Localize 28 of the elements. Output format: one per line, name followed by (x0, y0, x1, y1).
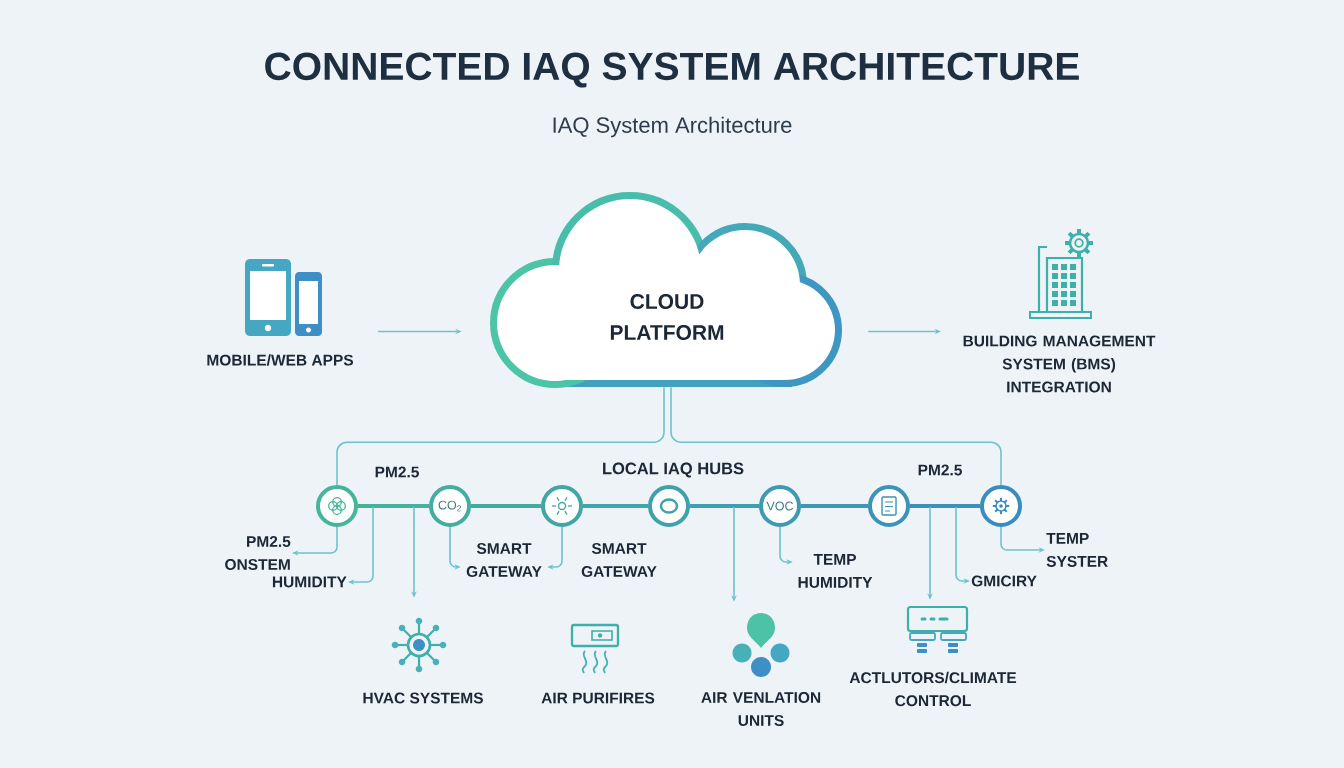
node-label: ACTLUTORS/CLIMATE CONTROL (849, 671, 1017, 707)
connector-line (583, 504, 648, 508)
connector-line (670, 386, 1002, 486)
connector-line (358, 504, 429, 508)
connector-line (801, 504, 868, 508)
node-label: TEMP HUMIDITY (798, 554, 873, 588)
node-label: HUMIDITY (272, 576, 347, 588)
leader-arrow (348, 506, 374, 585)
text-label: SMART GATEWAY (581, 543, 657, 577)
subtitle: IAQ System Architecture (553, 116, 792, 138)
connector-line (336, 386, 665, 486)
node-label: TEMP SYSTER (1046, 533, 1108, 567)
node-label: MOBILE/WEB APPS (207, 354, 353, 366)
node-label: AIR PURIFIRES (541, 692, 655, 704)
connector-line (690, 504, 759, 508)
connector-line (471, 504, 541, 508)
connector-line (910, 504, 980, 508)
node-label: PM2.5 ONSTEM (225, 536, 291, 570)
title: CONNECTED IAQ SYSTEM ARCHITECTURE (265, 52, 1079, 88)
node-label: SMART GATEWAY (466, 543, 542, 577)
node-label: GMICIRY (971, 575, 1037, 587)
leader-arrow (292, 526, 338, 556)
node-label: AIR VENLATION UNITS (701, 692, 821, 726)
section-label: LOCAL IAQ HUBS (603, 462, 744, 478)
text-label: PM2.5 (918, 464, 962, 476)
text-label: PM2.5 (375, 466, 419, 478)
node-label: BUILDING MANAGEMENT SYSTEM (BMS) INTEGRATION (963, 335, 1156, 393)
node-label: HVAC SYSTEMS (363, 692, 483, 704)
